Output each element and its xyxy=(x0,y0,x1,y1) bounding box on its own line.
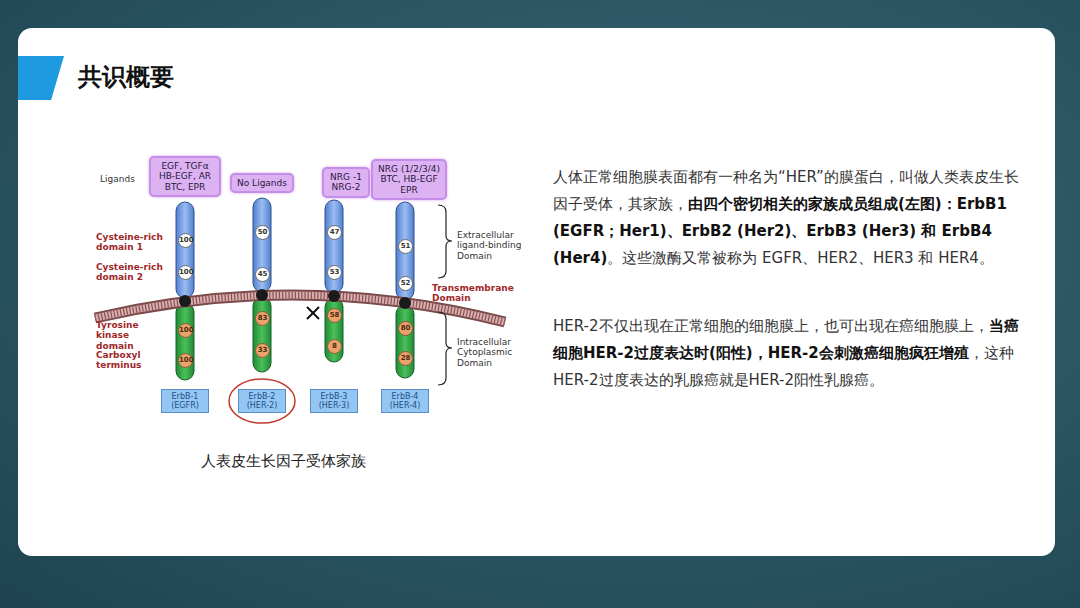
node-text: 28 xyxy=(399,352,412,365)
ligand-box: No Ligands xyxy=(230,173,294,193)
node-text: 52 xyxy=(399,277,412,290)
domain-number: 100 xyxy=(178,233,193,248)
receptor-name-box: ErbB-1 (EGFR) xyxy=(161,389,209,413)
node-text: 100 xyxy=(179,266,192,279)
node-text: 33 xyxy=(256,344,269,357)
node-text: 83 xyxy=(256,312,269,325)
receptor-name-box: ErbB-2 (HER-2) xyxy=(238,389,286,413)
node-text: 100 xyxy=(179,324,192,337)
domain-number: 53 xyxy=(327,265,342,280)
node-text: ErbB-3 (HER-3) xyxy=(312,392,356,410)
kinase-number: 33 xyxy=(255,343,270,358)
node-text: 51 xyxy=(399,240,412,253)
node-text: 50 xyxy=(256,226,269,239)
domain-number: 50 xyxy=(255,225,270,240)
node-text: ErbB-2 (HER-2) xyxy=(240,392,284,410)
kinase-number: 100 xyxy=(178,323,193,338)
domain-number: 51 xyxy=(398,239,413,254)
body-text: 。这些激酶又常被称为 EGFR、HER2、HER3 和 HER4。 xyxy=(607,249,994,267)
slide-title: 共识概要 xyxy=(78,60,174,94)
domain-label: Cysteine-rich domain 1 xyxy=(96,232,168,253)
node-text: ErbB-1 (EGFR) xyxy=(163,392,207,410)
node-text: 8 xyxy=(328,340,341,353)
region-label: Transmembrane Domain xyxy=(432,283,520,304)
kinase-number: 83 xyxy=(255,311,270,326)
domain-label: Tyrosine kinase domain xyxy=(96,320,168,351)
axis-label: Ligands xyxy=(100,174,150,184)
ligand-box: NRG (1/2/3/4) BTC, HB-EGF EPR xyxy=(371,159,447,200)
node-text: 45 xyxy=(256,268,269,281)
receptor-name-box: ErbB-4 (HER-4) xyxy=(381,389,429,413)
node-text: 58 xyxy=(328,309,341,322)
kinase-number: 58 xyxy=(327,308,342,323)
kinase-number: 100 xyxy=(178,353,193,368)
body-paragraph: 人体正常细胞膜表面都有一种名为“HER”的膜蛋白，叫做人类表皮生长因子受体，其家… xyxy=(553,164,1023,272)
node-text: NRG -1 NRG-2 xyxy=(326,172,366,193)
node-text: EGF, TGFα HB-EGF, AR BTC, EPR xyxy=(153,161,217,192)
region-label: Intracellular Cytoplasmic Domain xyxy=(457,337,529,368)
domain-number: 47 xyxy=(327,225,342,240)
body-paragraph: HER-2不仅出现在正常细胞的细胞膜上，也可出现在癌细胞膜上，当癌细胞HER-2… xyxy=(553,313,1023,394)
node-text: 47 xyxy=(328,226,341,239)
figure-caption: 人表皮生长因子受体家族 xyxy=(143,451,423,471)
domain-label: Cysteine-rich domain 2 xyxy=(96,262,168,283)
domain-number: 52 xyxy=(398,276,413,291)
domain-number: 100 xyxy=(178,265,193,280)
kinase-number: 28 xyxy=(398,351,413,366)
node-text: 100 xyxy=(179,354,192,367)
node-text: 53 xyxy=(328,266,341,279)
region-label: Extracellular ligand-binding Domain xyxy=(457,230,537,261)
domain-label: Carboxyl terminus xyxy=(96,350,152,371)
ligand-box: EGF, TGFα HB-EGF, AR BTC, EPR xyxy=(149,156,221,197)
body-text: HER-2不仅出现在正常细胞的细胞膜上，也可出现在癌细胞膜上， xyxy=(553,317,989,335)
domain-number: 45 xyxy=(255,267,270,282)
kinase-number: 80 xyxy=(398,321,413,336)
node-text: 80 xyxy=(399,322,412,335)
node-text: 100 xyxy=(179,234,192,247)
node-text: NRG (1/2/3/4) BTC, HB-EGF EPR xyxy=(375,164,443,195)
ligand-box: NRG -1 NRG-2 xyxy=(322,167,370,198)
node-text: ErbB-4 (HER-4) xyxy=(383,392,427,410)
receptor-name-box: ErbB-3 (HER-3) xyxy=(310,389,358,413)
node-text: No Ligands xyxy=(234,178,290,188)
kinase-number: 8 xyxy=(327,339,342,354)
slide-card xyxy=(18,28,1055,556)
